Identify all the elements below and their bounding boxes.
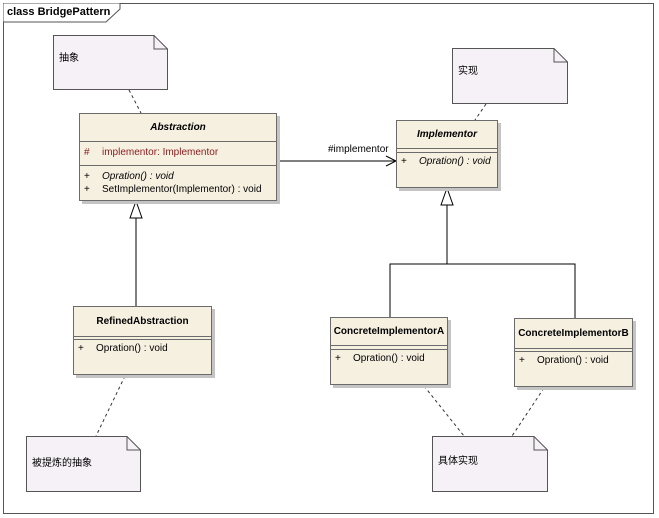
note-link-concrete-b [511,387,545,437]
attributes-section: # implementor: Implementor [80,141,276,165]
note-link-abstraction [128,89,142,114]
note-link-refined [95,375,126,437]
class-name: Abstraction [150,122,206,133]
operation-text: Opration() : void [537,355,609,366]
note-implementor: 实现 [452,48,568,104]
inheritance-line-concrete [389,263,576,318]
note-shape [53,35,168,90]
class-name: Implementor [416,129,477,140]
operation-text: Opration() : void [102,171,174,182]
note-shape [432,436,548,492]
frame-title: class BridgePattern [7,6,111,18]
operations-section: + Opration() : void [515,351,632,367]
class-implementor[interactable]: Implementor + Opration() : void [396,120,498,188]
attribute-text: implementor: Implementor [102,147,219,158]
attributes-section [397,148,497,152]
operations-section: + Opration() : void [74,339,211,355]
note-refined-abstraction: 被提炼的抽象 [26,436,141,492]
class-concrete-implementor-a[interactable]: ConcreteImplementorA + Opration() : void [330,317,448,385]
visibility-marker: # [84,147,90,158]
visibility-marker: + [335,353,341,364]
class-abstraction[interactable]: Abstraction # implementor: Implementor +… [79,113,277,201]
operation-text: Opration() : void [96,343,168,354]
operation-text: Opration() : void [353,353,425,364]
inheritance-arrowhead-implementor [440,186,454,206]
operations-section: + Opration() : void [397,152,497,168]
operation-text: SetImplementor(Implementor) : void [102,184,262,195]
visibility-marker: + [78,343,84,354]
note-concrete: 具体实现 [432,436,548,492]
operation-row: + Opration() : void [515,354,632,367]
note-text: 具体实现 [438,456,478,467]
attributes-section [74,336,211,339]
note-abstraction: 抽象 [53,35,168,90]
operation-row: + Opration() : void [74,342,211,355]
operations-section: + Opration() : void + SetImplementor(Imp… [80,165,276,196]
visibility-marker: + [84,171,90,182]
class-concrete-implementor-b[interactable]: ConcreteImplementorB + Opration() : void [514,318,633,387]
class-name: ConcreteImplementorB [518,328,629,339]
attributes-section [515,348,632,351]
note-shape [26,436,141,492]
attribute-row: # implementor: Implementor [80,146,276,159]
diagram-frame [3,3,654,514]
note-text: 抽象 [59,53,79,64]
visibility-marker: + [84,184,90,195]
class-name: ConcreteImplementorA [333,326,445,337]
operation-row: + SetImplementor(Implementor) : void [80,183,276,196]
inheritance-arrowhead-abstraction [129,199,143,219]
note-shape [452,48,568,104]
operation-row: + Opration() : void [331,352,447,365]
association-label: #implementor [328,144,389,155]
operation-text: Opration() : void [419,156,491,167]
note-text: 被提炼的抽象 [32,458,92,469]
class-refined-abstraction[interactable]: RefinedAbstraction + Opration() : void [73,306,212,375]
operation-row: + Opration() : void [80,170,276,183]
visibility-marker: + [401,156,407,167]
note-link-implementor [474,103,487,121]
frame-tab [3,3,121,23]
operation-row: + Opration() : void [397,155,497,168]
attributes-section [331,345,447,349]
visibility-marker: + [519,355,525,366]
class-name: RefinedAbstraction [96,316,189,327]
note-link-concrete-a [423,385,465,437]
note-text: 实现 [458,66,478,77]
operations-section: + Opration() : void [331,349,447,365]
